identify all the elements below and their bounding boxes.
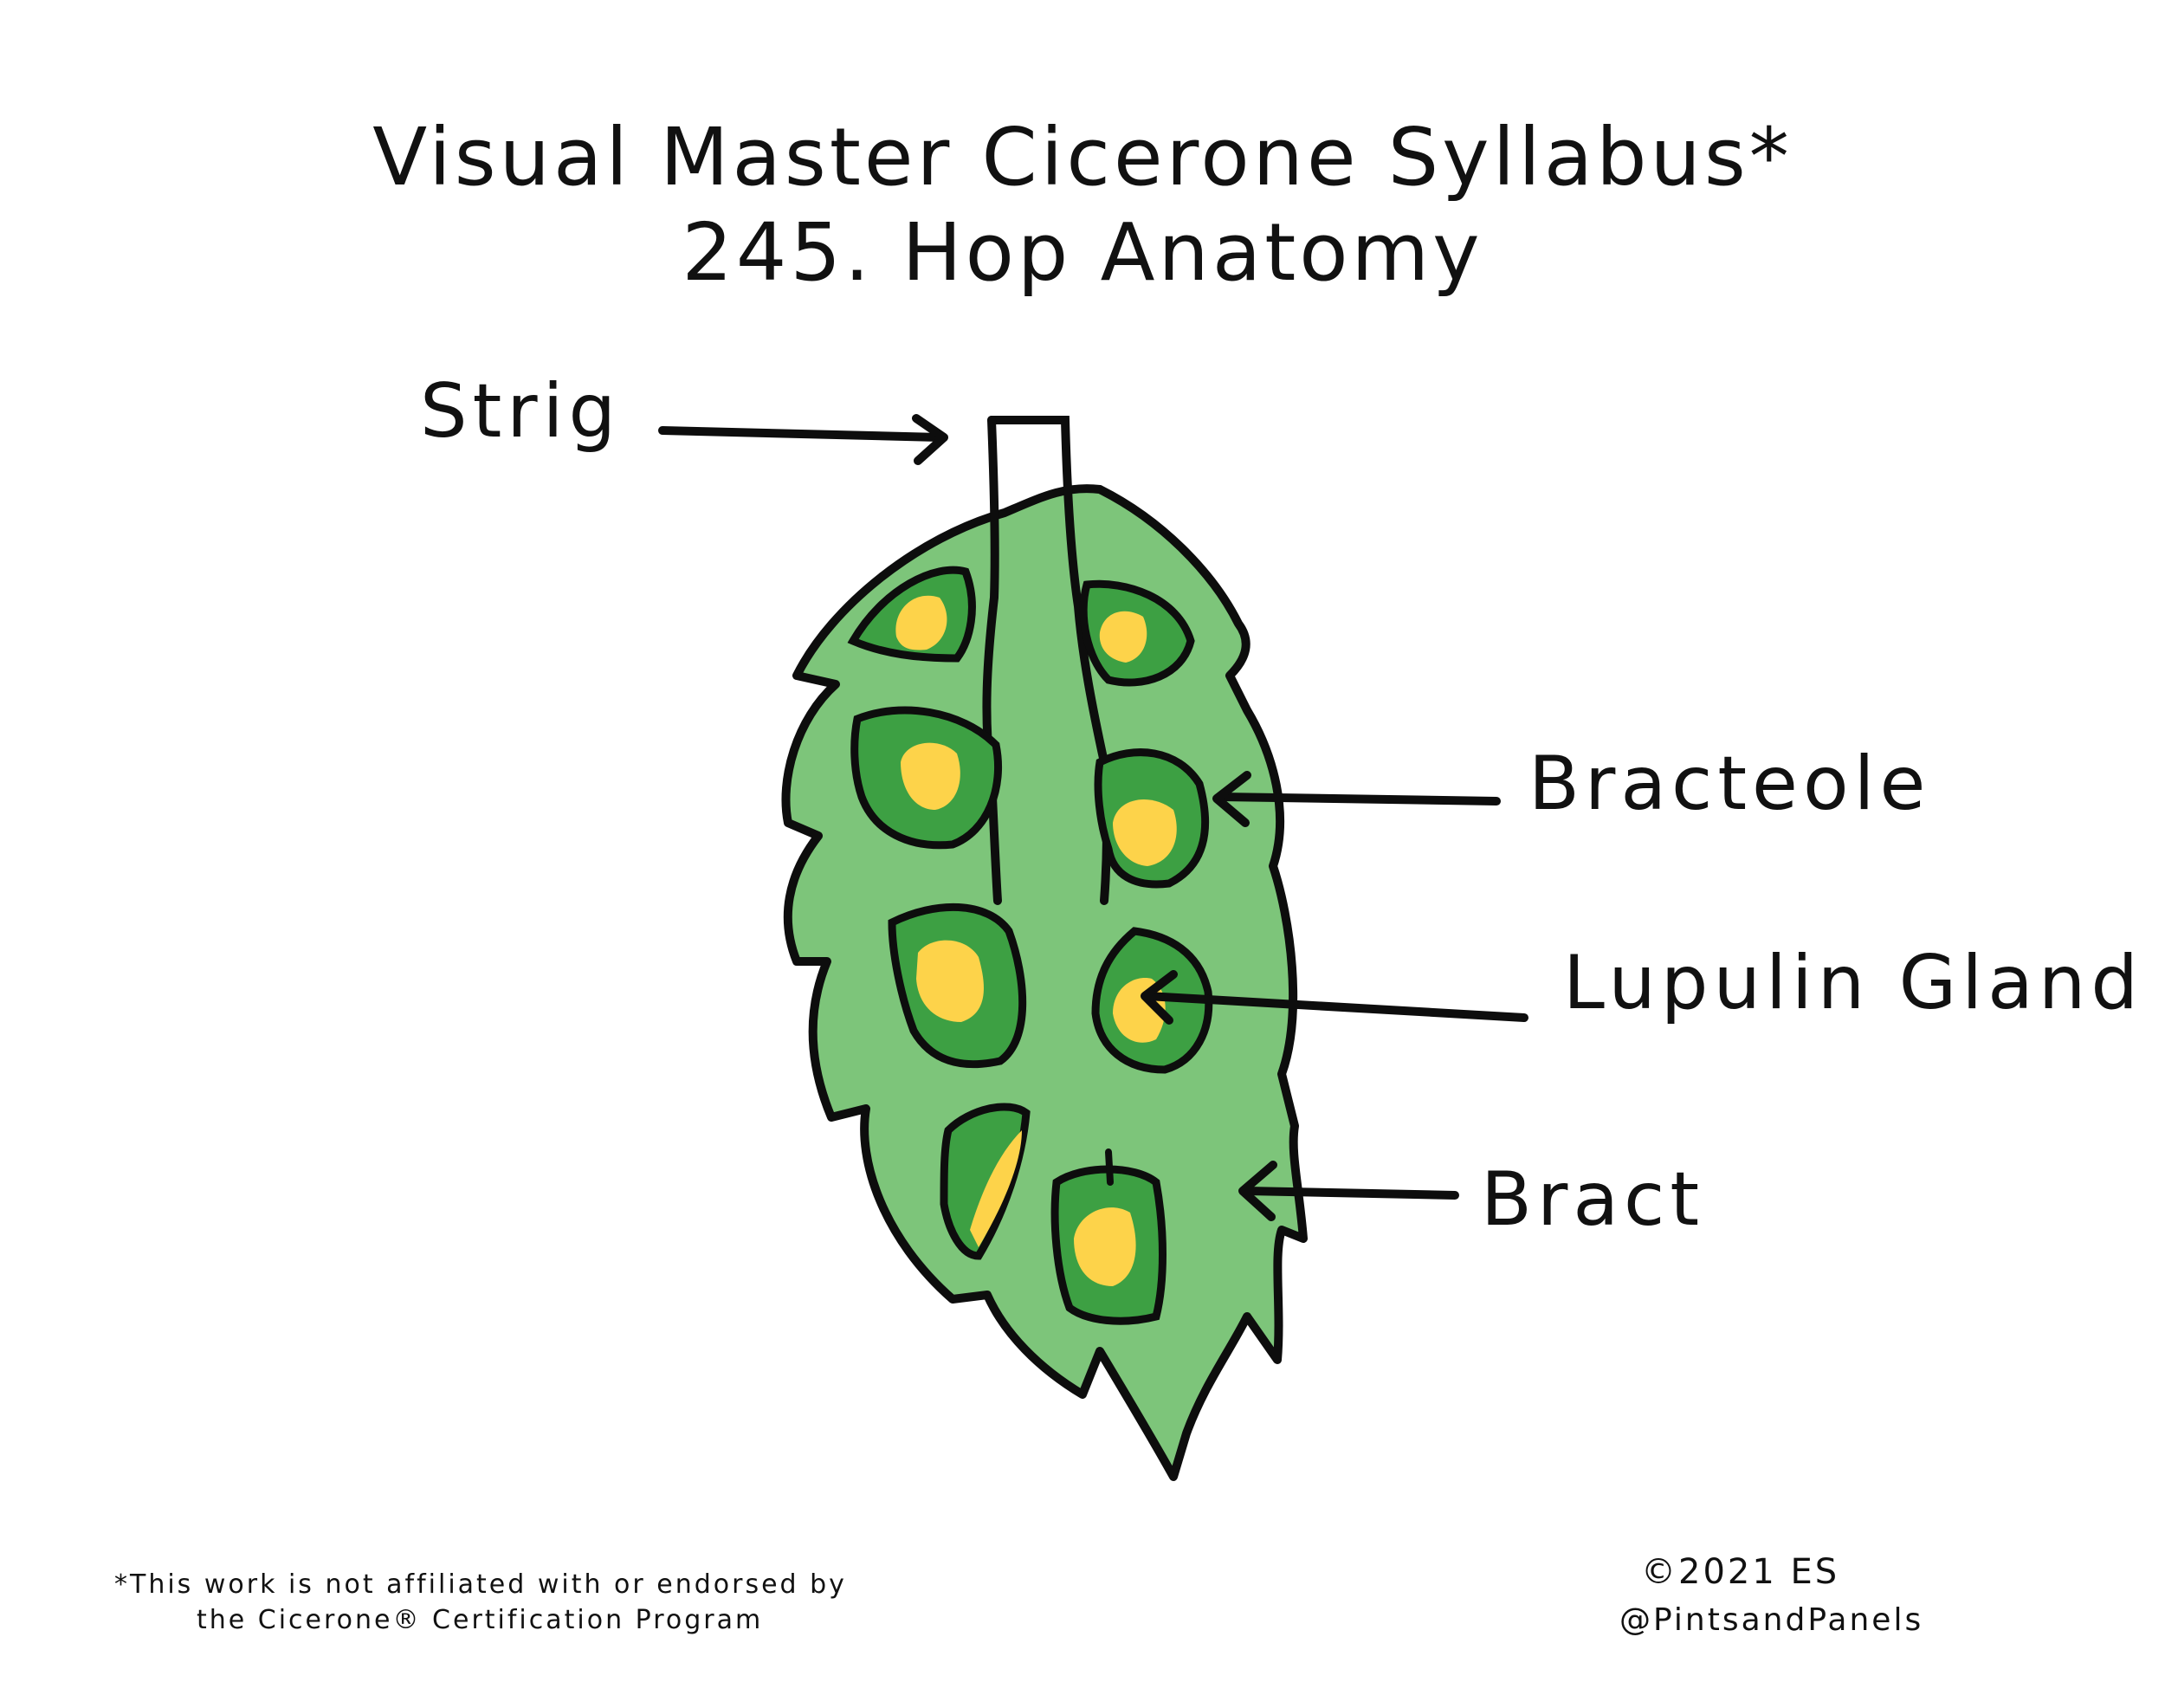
label-bracteole: Bracteole [1528, 741, 1931, 827]
bracteole-1 [847, 566, 976, 663]
bracteole-3 [850, 706, 1003, 850]
lupulin-gland-4 [1113, 799, 1177, 866]
strig-arrow [658, 414, 948, 465]
lupulin-gland-8 [1074, 1207, 1136, 1286]
label-strig: Strig [420, 368, 622, 455]
bracteole-arrow [1212, 771, 1501, 827]
bracteole-8 [1050, 1148, 1167, 1325]
copyright-notice: ©2021 ES [1641, 1552, 1840, 1592]
author-handle: @PintsandPanels [1619, 1602, 1924, 1638]
lupulin-gland-2 [1099, 611, 1147, 663]
lupulin-gland-3 [901, 742, 960, 810]
label-bract: Bract [1481, 1156, 1705, 1243]
disclaimer-line-1: *This work is not affiliated with or end… [114, 1569, 847, 1600]
diagram-subtitle: 245. Hop Anatomy [682, 206, 1483, 299]
lupulin-gland-7 [970, 1130, 1022, 1247]
lupulin-gland-arrow [1141, 970, 1528, 1025]
lupulin-gland-5 [916, 940, 984, 1022]
bracteole-2 [1079, 579, 1195, 687]
bract-arrow [1238, 1161, 1459, 1221]
strig-left-edge [982, 416, 1002, 905]
diagram-title: Visual Master Cicerone Syllabus* [372, 111, 1793, 204]
bracteole-7 [940, 1103, 1031, 1260]
bracteole-5 [888, 903, 1027, 1069]
lupulin-gland-1 [895, 595, 947, 650]
label-lupulin-gland: Lupulin Gland [1563, 940, 2143, 1026]
disclaimer-line-2: the Cicerone® Certification Program [197, 1605, 764, 1635]
bracteole-4 [1094, 748, 1209, 889]
